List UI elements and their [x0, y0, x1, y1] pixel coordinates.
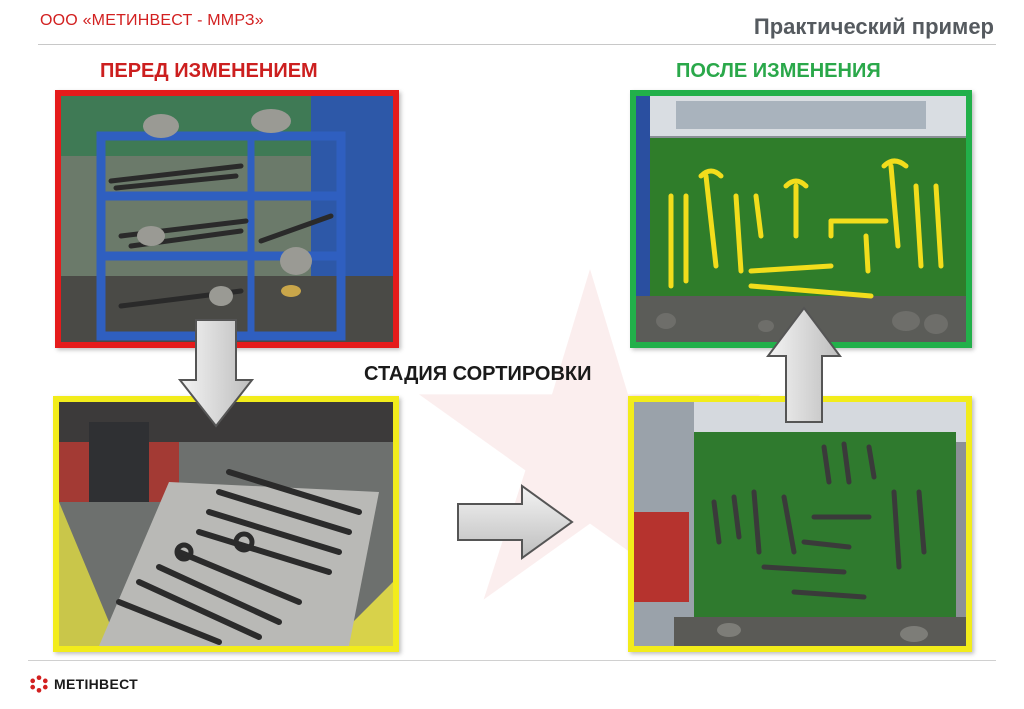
- label-after-change: ПОСЛЕ ИЗМЕНЕНИЯ: [676, 60, 881, 82]
- arrow-down-icon: [178, 318, 254, 428]
- after-photo: [630, 90, 972, 348]
- tools-on-floor-image: [59, 402, 393, 646]
- tools-on-board-image: [634, 402, 966, 646]
- metinvest-logo-icon: [30, 675, 48, 693]
- company-logo: МЕТІНВЕСТ: [30, 675, 138, 693]
- cluttered-shelf-image: [61, 96, 393, 342]
- label-sorting-stage: СТАДИЯ СОРТИРОВКИ: [364, 363, 592, 385]
- header-divider: [38, 44, 996, 45]
- arrow-right-icon: [456, 484, 574, 560]
- logo-text: МЕТІНВЕСТ: [54, 676, 139, 692]
- footer-divider: [28, 660, 996, 661]
- company-name: ООО «МЕТИНВЕСТ - ММРЗ»: [40, 12, 264, 29]
- label-before-change: ПЕРЕД ИЗМЕНЕНИЕМ: [100, 60, 318, 82]
- arrow-up-icon: [766, 306, 842, 424]
- sorting-board-photo: [628, 396, 972, 652]
- tool-board-image: [636, 96, 966, 342]
- page-title: Практический пример: [753, 14, 994, 39]
- watermark-logo: [419, 269, 761, 600]
- before-photo: [55, 90, 399, 348]
- sorting-floor-photo: [53, 396, 399, 652]
